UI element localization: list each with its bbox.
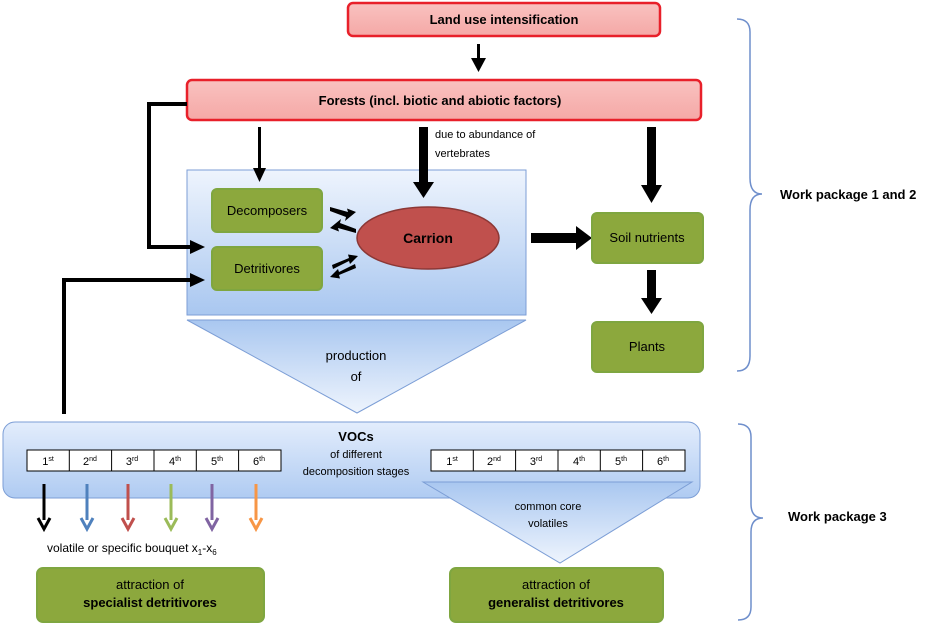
stage-cell: 3rd — [126, 456, 138, 468]
exchange-arrows-decomposers — [330, 207, 356, 233]
stage-cell: 6th — [253, 456, 265, 468]
common-core-funnel — [421, 481, 694, 564]
detritivores-box — [211, 246, 323, 291]
arrow-vocs-detritivores — [62, 273, 205, 414]
plants-box — [591, 321, 704, 373]
specialist-label-2: specialist detritivores — [83, 595, 217, 610]
decomposers-label: Decomposers — [227, 203, 308, 218]
arrow-carrion-soil — [531, 226, 592, 250]
arrow-forests-soil — [641, 127, 662, 203]
stage-cell: 3rd — [530, 456, 542, 468]
stage-arrow-head — [36, 517, 52, 533]
vocs-subtitle-2: decomposition stages — [303, 466, 410, 478]
common-core-label-2: volatiles — [528, 518, 568, 530]
production-funnel — [186, 319, 527, 414]
plants-label: Plants — [629, 339, 666, 354]
wp12-bracket — [736, 18, 763, 372]
stage-table-specialist: 1st 2nd 3rd 4th 5th 6th — [26, 449, 282, 472]
generalist-attraction-box — [449, 567, 664, 623]
vertebrates-annotation-2: vertebrates — [435, 148, 491, 160]
forests-label: Forests (incl. biotic and abiotic factor… — [319, 93, 562, 108]
carrion-node — [356, 206, 500, 270]
arrow-forests-carrion — [413, 127, 434, 198]
vertebrates-annotation-1: due to abundance of — [435, 129, 536, 141]
stage-cell: 4th — [573, 456, 585, 468]
stage-arrow-head — [204, 517, 220, 533]
stage-arrow-head — [79, 517, 95, 533]
production-label: production — [326, 348, 387, 363]
production-of-label: of — [351, 369, 362, 384]
stage-arrows — [36, 484, 264, 533]
soil-nutrients-label: Soil nutrients — [609, 230, 685, 245]
specialist-attraction-box — [36, 567, 265, 623]
forests-box — [185, 78, 703, 122]
wp3-bracket — [737, 423, 764, 621]
wp12-label: Work package 1 and 2 — [780, 187, 916, 202]
generalist-label-2: generalist detritivores — [488, 595, 624, 610]
stage-cell: 5th — [615, 456, 627, 468]
arrow-forests-decomposers — [253, 127, 266, 182]
soil-nutrients-box — [591, 212, 704, 264]
generalist-label-1: attraction of — [522, 577, 590, 592]
decomposers-box — [211, 188, 323, 233]
stage-cell: 1st — [42, 456, 54, 468]
stage-cell: 1st — [446, 456, 458, 468]
stage-arrow-head — [248, 517, 264, 533]
stage-table-generalist: 1st 2nd 3rd 4th 5th 6th — [430, 449, 686, 472]
exchange-arrows-detritivores — [330, 254, 358, 279]
land-use-box — [346, 1, 662, 38]
arrow-soil-plants — [641, 270, 662, 314]
stage-cell: 5th — [211, 456, 223, 468]
detritivores-label: Detritivores — [234, 261, 300, 276]
stage-cell: 4th — [169, 456, 181, 468]
vocs-bar — [2, 421, 701, 499]
stage-cell: 6th — [657, 456, 669, 468]
vocs-subtitle-1: of different — [330, 449, 382, 461]
arrow-landuse-forests — [471, 44, 486, 72]
land-use-label: Land use intensification — [430, 12, 579, 27]
stage-cell: 2nd — [83, 456, 97, 468]
common-core-label-1: common core — [515, 501, 582, 513]
carrion-label: Carrion — [403, 230, 453, 246]
specialist-label-1: attraction of — [116, 577, 184, 592]
stage-cell: 2nd — [487, 456, 501, 468]
stage-arrow-head — [163, 517, 179, 533]
arrow-forests-loop-detritivores — [147, 102, 205, 254]
vocs-title: VOCs — [338, 429, 373, 444]
bouquet-label: volatile or specific bouquet x1-x6 — [47, 541, 217, 557]
wp3-label: Work package 3 — [788, 509, 887, 524]
stage-arrow-head — [120, 517, 136, 533]
